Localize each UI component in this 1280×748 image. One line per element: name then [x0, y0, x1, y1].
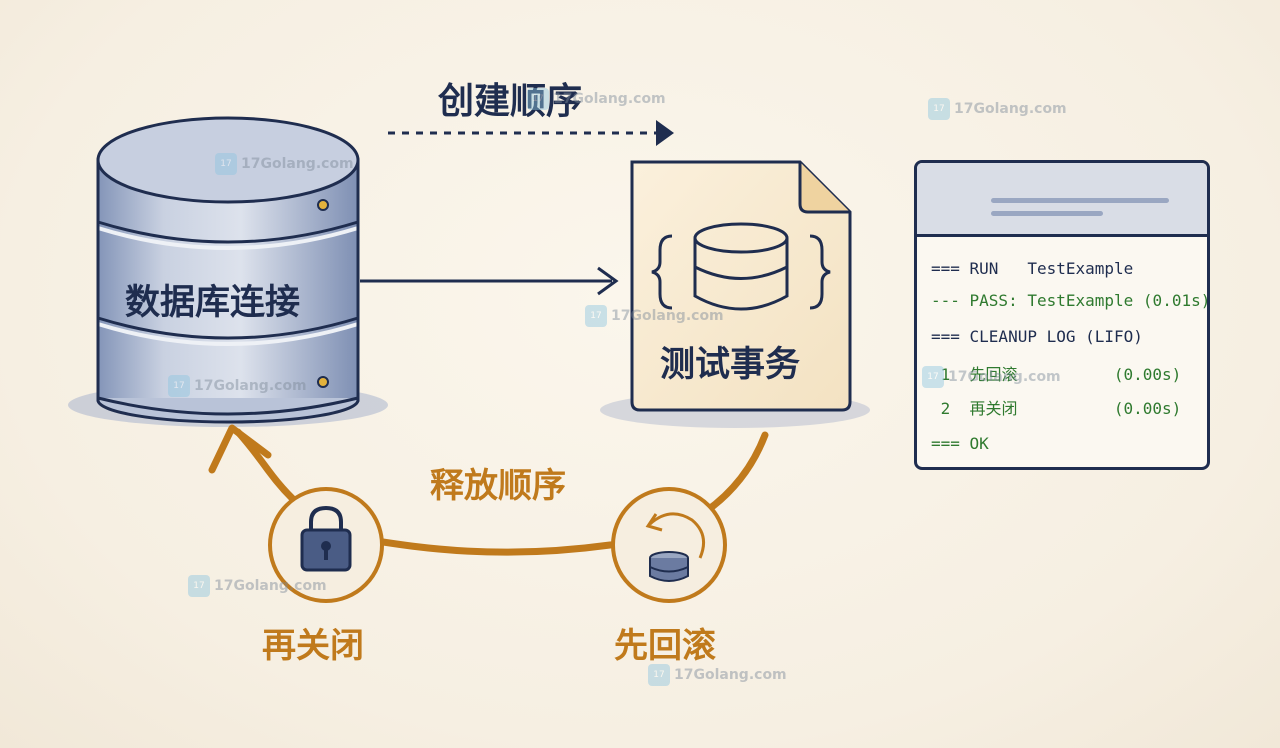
create-order-arrowhead — [656, 120, 674, 146]
close-second-label: 再关闭 — [262, 626, 364, 666]
console-header — [917, 163, 1207, 237]
header-line-1 — [991, 198, 1169, 203]
release-order-arrowhead — [208, 424, 272, 474]
watermark-badge: 17 — [527, 88, 549, 110]
watermark-badge: 17 — [922, 366, 944, 388]
lock-badge — [268, 487, 384, 603]
log-line-step-1: 1 先回滚 (0.00s) — [931, 365, 1182, 384]
watermark-text: 17Golang.com — [553, 91, 666, 107]
create-order-label: 创建顺序 — [438, 81, 583, 122]
watermark-text: 17Golang.com — [194, 378, 307, 394]
watermark-badge: 17 — [928, 98, 950, 120]
watermark: 17 17Golang.com — [527, 88, 666, 110]
watermark: 17 17Golang.com — [928, 98, 1067, 120]
log-line-ok: === OK — [931, 434, 989, 453]
log-line-cleanup: === CLEANUP LOG (LIFO) — [931, 327, 1143, 346]
coin-stack-icon — [649, 551, 689, 582]
watermark-text: 17Golang.com — [954, 101, 1067, 117]
watermark-badge: 17 — [648, 664, 670, 686]
watermark-badge: 17 — [215, 153, 237, 175]
test-console-panel: === RUN TestExample --- PASS: TestExampl… — [914, 160, 1210, 470]
log-line-step-2: 2 再关闭 (0.00s) — [931, 399, 1182, 418]
undo-arrow-icon — [648, 512, 706, 559]
watermark-text: 17Golang.com — [241, 156, 354, 172]
watermark-text: 17Golang.com — [674, 667, 787, 683]
padlock-icon — [309, 505, 343, 532]
watermark: 17 17Golang.com — [168, 375, 307, 397]
watermark-text: 17Golang.com — [948, 369, 1061, 385]
watermark-badge: 17 — [585, 305, 607, 327]
watermark-badge: 17 — [168, 375, 190, 397]
watermark-badge: 17 — [188, 575, 210, 597]
rollback-badge — [611, 487, 727, 603]
rollback-first-label: 先回滚 — [614, 626, 716, 666]
watermark: 17 17Golang.com — [188, 575, 327, 597]
database-icon — [96, 116, 360, 424]
test-transaction-label: 测试事务 — [660, 345, 801, 385]
log-line-run: === RUN TestExample — [931, 259, 1134, 278]
header-line-2 — [991, 211, 1103, 216]
watermark: 17 17Golang.com — [585, 305, 724, 327]
watermark: 17 17Golang.com — [922, 366, 1061, 388]
watermark: 17 17Golang.com — [648, 664, 787, 686]
db-connection-label: 数据库连接 — [125, 283, 301, 323]
connection-arrowhead — [597, 266, 619, 296]
release-order-label: 释放顺序 — [430, 466, 566, 506]
log-line-pass: --- PASS: TestExample (0.01s) — [931, 291, 1210, 310]
watermark-text: 17Golang.com — [214, 578, 327, 594]
watermark: 17 17Golang.com — [215, 153, 354, 175]
document-icon — [630, 160, 852, 412]
watermark-text: 17Golang.com — [611, 308, 724, 324]
